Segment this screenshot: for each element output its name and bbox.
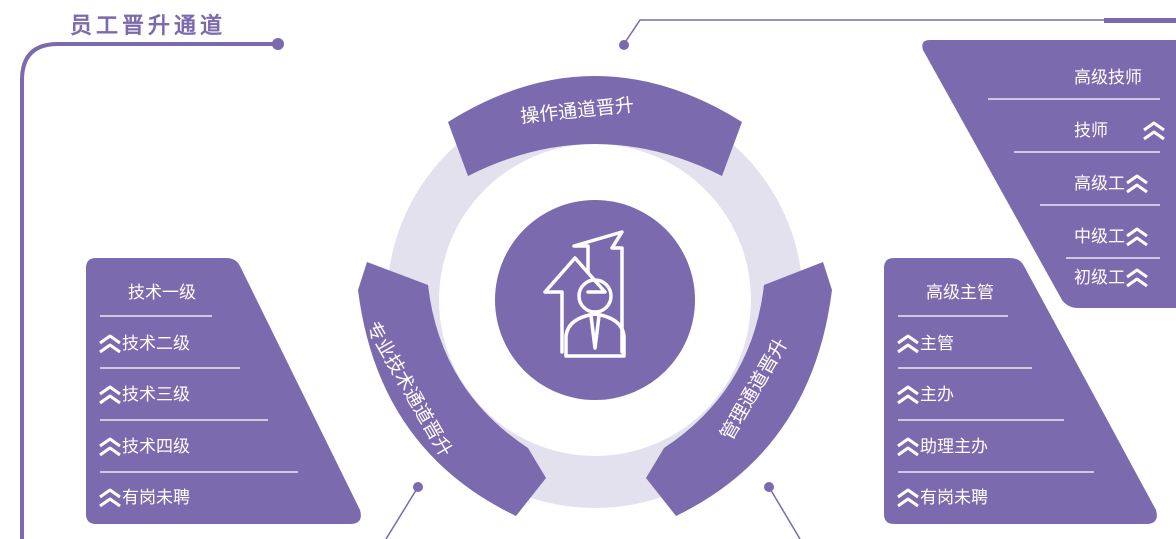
operation-item-label: 中级工 [1074, 227, 1125, 247]
double-chevron-up-icon [1125, 227, 1149, 247]
double-chevron-up-icon [896, 488, 920, 508]
double-chevron-up-icon [98, 488, 122, 508]
double-chevron-up-icon [1125, 174, 1149, 194]
operation-connector-line [623, 19, 1176, 45]
title-connector-line [20, 42, 276, 539]
operation-item: 技师 [1074, 119, 1166, 143]
operation-connector-dot [619, 40, 629, 50]
double-chevron-up-icon [896, 437, 920, 457]
management-item: 主办 [896, 383, 954, 407]
technical-item-label: 有岗未聘 [122, 488, 190, 508]
management-item: 高级主管 [926, 281, 994, 305]
technical-item-label: 技术三级 [122, 385, 190, 405]
management-item: 有岗未聘 [896, 486, 988, 510]
operation-item-label: 高级工 [1074, 174, 1125, 194]
double-chevron-up-icon [896, 334, 920, 354]
management-connector-line [768, 486, 801, 539]
operation-item-label: 高级技师 [1074, 68, 1142, 88]
segment-technical-shape [358, 262, 546, 516]
technical-item: 技术四级 [98, 435, 190, 459]
management-item-label: 主办 [920, 385, 954, 405]
segment-management-shape [646, 262, 832, 516]
promotion-person-icon [543, 230, 626, 358]
double-chevron-up-icon [98, 385, 122, 405]
technical-item: 技术二级 [98, 332, 190, 356]
operation-track-panel [922, 40, 1176, 308]
technical-track-panel [86, 258, 361, 524]
management-connector-dot [764, 482, 774, 492]
operation-item: 高级工 [1074, 172, 1149, 196]
double-chevron-up-icon [896, 385, 920, 405]
technical-item: 有岗未聘 [98, 486, 190, 510]
technical-item-label: 技术二级 [122, 334, 190, 354]
double-chevron-up-icon [98, 334, 122, 354]
diagram-title: 员工晋升通道 [70, 14, 227, 39]
segment-operation-shape [448, 76, 742, 176]
management-item-label: 有岗未聘 [920, 488, 988, 508]
management-item-label: 主管 [920, 334, 954, 354]
management-item: 主管 [896, 332, 954, 356]
management-item-label: 高级主管 [926, 283, 994, 303]
title-connector-dot [272, 38, 284, 50]
double-chevron-up-icon [1142, 121, 1166, 141]
center-circle [495, 200, 695, 400]
double-chevron-up-icon [98, 437, 122, 457]
operation-item-label: 初级工 [1074, 268, 1125, 288]
technical-item-label: 技术四级 [122, 437, 190, 457]
double-chevron-up-icon [1125, 268, 1149, 288]
management-track-panel [884, 258, 1157, 524]
management-item: 助理主办 [896, 435, 988, 459]
operation-item-label: 技师 [1074, 121, 1108, 141]
operation-item: 初级工 [1074, 266, 1149, 290]
technical-connector-dot [413, 482, 423, 492]
operation-item: 高级技师 [1074, 66, 1142, 90]
technical-connector-line [385, 486, 419, 539]
technical-item: 技术一级 [128, 281, 196, 305]
technical-item-label: 技术一级 [128, 283, 196, 303]
operation-item: 中级工 [1074, 225, 1149, 249]
technical-item: 技术三级 [98, 383, 190, 407]
management-item-label: 助理主办 [920, 437, 988, 457]
